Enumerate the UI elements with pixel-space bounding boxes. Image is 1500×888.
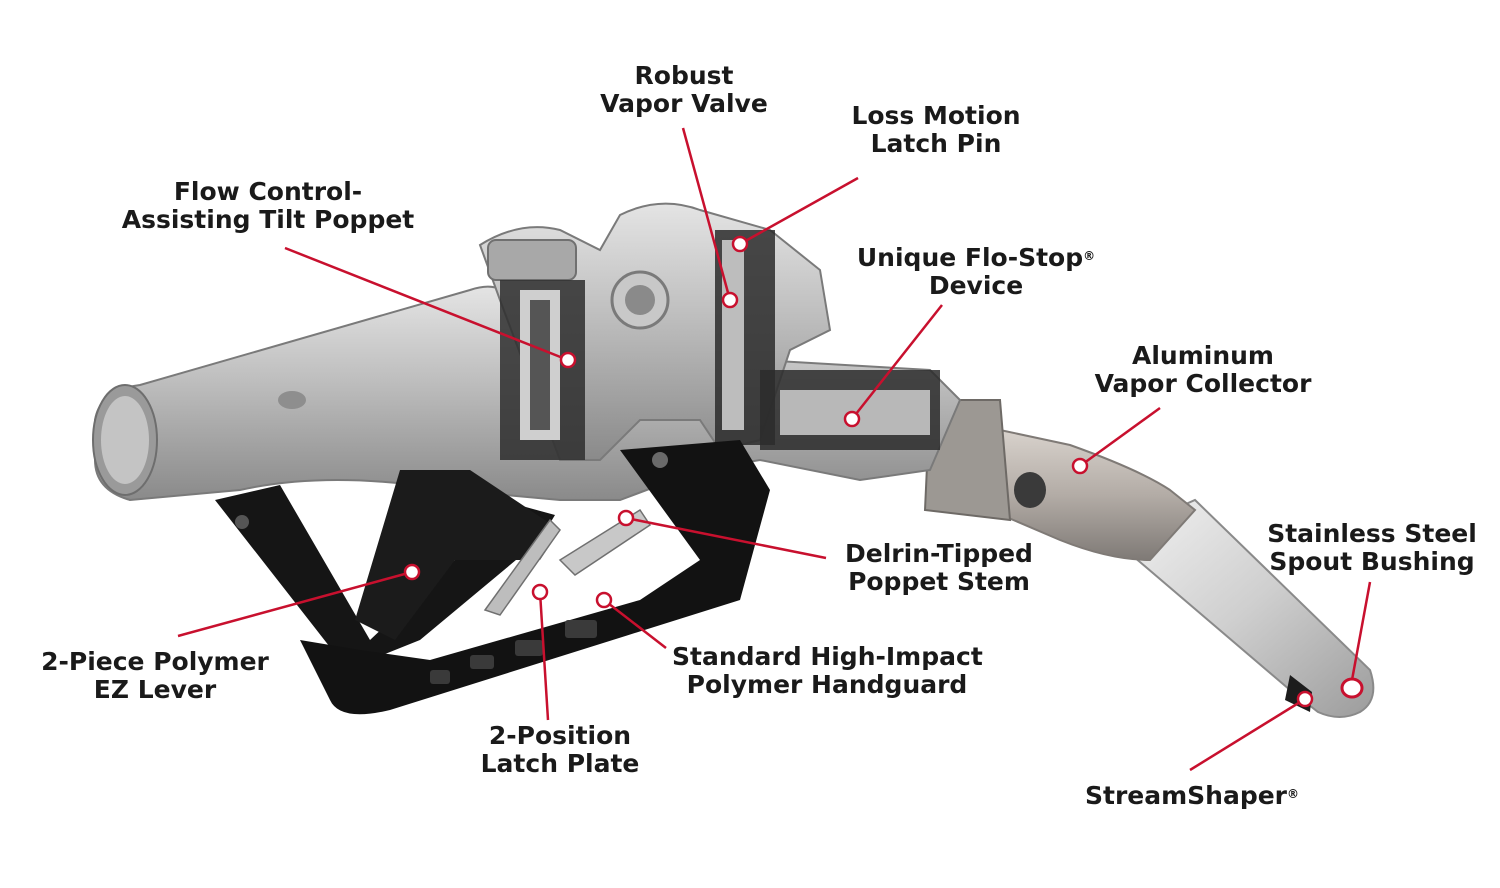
label-line: Poppet Stem (848, 567, 1030, 596)
label-high-impact-handguard: Standard High-Impact Polymer Handguard (672, 642, 983, 699)
label-line: Vapor Collector (1094, 369, 1312, 398)
label-line: Assisting Tilt Poppet (121, 205, 415, 234)
label-line: EZ Lever (93, 675, 217, 704)
handguard (300, 440, 770, 715)
label-delrin-poppet-stem: Delrin-Tipped Poppet Stem (834, 540, 1044, 596)
label-aluminum-vapor-collector: Aluminum Vapor Collector (1088, 342, 1318, 398)
label-line: StreamShaper® (1082, 782, 1302, 810)
label-line: Stainless Steel (1267, 519, 1477, 548)
label-line: Latch Pin (870, 129, 1002, 158)
registered-mark: ® (1083, 249, 1096, 263)
label-latch-plate: 2-Position Latch Plate (470, 722, 650, 778)
registered-mark: ® (1287, 787, 1299, 801)
label-flo-stop-device: Unique Flo-Stop® Device (846, 244, 1106, 300)
label-line: Delrin-Tipped (845, 539, 1033, 568)
label-line: Unique Flo-Stop® (846, 244, 1106, 272)
label-text: StreamShaper (1084, 781, 1287, 810)
label-polymer-ez-lever: 2-Piece Polymer EZ Lever (30, 648, 280, 704)
label-line: 2-Piece Polymer (41, 647, 269, 676)
label-stainless-spout-bushing: Stainless Steel Spout Bushing (1264, 520, 1480, 576)
leader-lines (177, 127, 1372, 772)
label-loss-motion-latch-pin: Loss Motion Latch Pin (826, 102, 1046, 158)
latch-plate (483, 508, 652, 616)
label-line: Device (928, 271, 1024, 300)
vapor-collector (923, 399, 1197, 562)
label-line: 2-Position (488, 721, 632, 750)
label-line: Spout Bushing (1269, 547, 1475, 576)
label-streamshaper: StreamShaper® (1082, 782, 1302, 810)
label-line: Vapor Valve (600, 89, 768, 118)
label-line: Robust (634, 61, 734, 90)
label-line: Loss Motion (851, 101, 1021, 130)
label-flow-control-tilt-poppet: Flow Control- Assisting Tilt Poppet (118, 178, 418, 234)
label-text: Unique Flo-Stop (856, 243, 1084, 272)
label-line: Aluminum (1132, 341, 1274, 370)
label-line: Latch Plate (480, 749, 640, 778)
label-line: Flow Control- (173, 177, 363, 206)
polymer-lever (215, 470, 560, 660)
label-line: Standard High-Impact (672, 642, 983, 671)
label-robust-vapor-valve: Robust Vapor Valve (584, 62, 784, 118)
valve-housing (478, 202, 940, 461)
label-line: Polymer Handguard (686, 670, 968, 699)
